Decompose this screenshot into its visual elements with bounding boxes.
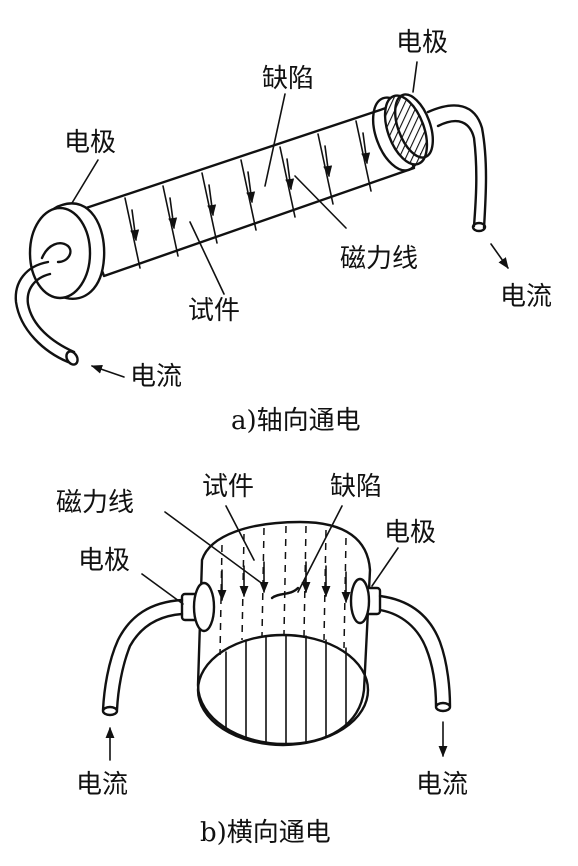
electrode-left-a bbox=[28, 202, 106, 300]
cable-left-b bbox=[101, 598, 184, 712]
cable-right-b bbox=[378, 594, 452, 708]
caption-a: a)轴向通电 bbox=[231, 406, 361, 436]
cable-left-a bbox=[14, 260, 70, 364]
label-specimen-a: 试件 bbox=[188, 296, 241, 326]
label-current-left-a: 电流 bbox=[130, 362, 183, 392]
label-field-lines-a: 磁力线 bbox=[340, 244, 419, 274]
label-specimen-b: 试件 bbox=[202, 472, 255, 502]
label-electrode-left-b: 电极 bbox=[78, 546, 131, 576]
electrode-left-b bbox=[180, 581, 216, 633]
cable-right-a bbox=[426, 104, 488, 230]
electrode-right-b bbox=[349, 577, 382, 625]
label-electrode-right-a: 电极 bbox=[396, 28, 449, 58]
label-defect-b: 缺陷 bbox=[330, 472, 383, 502]
figure-b-drawing bbox=[101, 505, 452, 761]
label-electrode-left-a: 电极 bbox=[64, 128, 117, 158]
label-defect-a: 缺陷 bbox=[262, 64, 315, 94]
caption-b: b)横向通电 bbox=[200, 818, 331, 848]
label-field-lines-b: 磁力线 bbox=[56, 488, 135, 518]
defect-mark-b bbox=[270, 586, 300, 600]
current-arrow-right-a bbox=[490, 243, 509, 269]
label-current-left-b: 电流 bbox=[76, 770, 129, 800]
electrode-right-a bbox=[371, 93, 435, 172]
field-lines-front-b bbox=[225, 634, 347, 745]
label-electrode-right-b: 电极 bbox=[384, 518, 437, 548]
current-arrow-left-a bbox=[90, 365, 125, 378]
field-arrows-a bbox=[130, 132, 371, 242]
cylinder-end-face-b bbox=[196, 633, 370, 747]
label-current-right-a: 电流 bbox=[500, 282, 553, 312]
figure-a-drawing bbox=[14, 61, 509, 378]
label-current-right-b: 电流 bbox=[416, 770, 469, 800]
